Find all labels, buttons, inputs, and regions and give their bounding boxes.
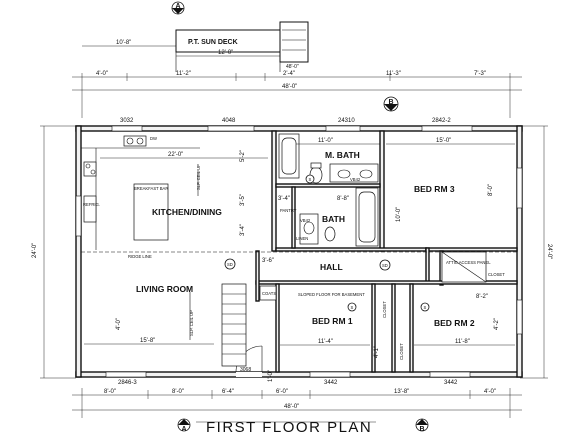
dim-window-2: 4048 [222,118,236,124]
dim-kitchen-width: 22'-0" [168,152,183,158]
dim-stair-h1: 1'-0" [268,370,274,382]
dim-window-4: 2842-2 [432,118,451,124]
room-living-room: LIVING ROOM [136,284,193,294]
dim-bed3-height2: 10'-0" [396,207,402,222]
m-bath-fixtures: VB42 [278,133,379,184]
attic-access-label: ATTIC ACCESS PANEL [446,260,491,265]
pantry-label: PANTRY [280,208,297,213]
dim-bottom-door: 3068 [240,367,251,373]
dim-bottom-window-3: 3442 [444,380,458,386]
sloped-floor-label: SLOPED FLOOR FOR BASEMENT [298,292,365,297]
dim-top-a: 4'-0" [96,71,108,77]
dim-mbath-width: 11'-0" [318,138,333,144]
room-bed-rm-2: BED RM 2 [434,318,475,328]
dim-window-1: 3032 [120,118,134,124]
dim-kitchen-h1: 5'-2" [240,150,246,162]
dim-side-right: 24'-0" [546,244,552,259]
dim-kitchen-h2: 3'-5" [240,194,246,206]
closet-label-bed1: CLOSET [382,301,387,318]
dim-bottom-c: 6'-4" [222,389,234,395]
marker-a-top: A [176,3,181,10]
sun-deck-label: P.T. SUN DECK [188,39,238,46]
coats-label: COATS [262,291,276,296]
dim-top-e: 7'-3" [474,71,486,77]
dim-bottom-b: 8'-0" [172,389,184,395]
ridge-line-label: RIDGE LINE [128,254,152,259]
room-m-bath: M. BATH [325,150,360,160]
dim-deck-small: 48'-0" [286,64,299,70]
vb-label-mbath: VB42 [350,177,361,182]
dim-top-b: 11'-2" [176,71,191,77]
dim-bottom-e: 13'-8" [394,389,409,395]
dim-bed2-width: 11'-8" [455,339,470,345]
section-markers: A B A B SD SD S S S [171,1,430,432]
marker-sd-2: SD [382,263,388,268]
exterior-walls [75,125,523,378]
slp-ceil-up-living: SLP. CEIL UP [189,310,194,336]
dim-bed2-height: 8'-2" [476,294,488,300]
marker-s-1: S [309,177,312,182]
dim-bottom-window-2: 3442 [324,380,338,386]
linen-label: LINEN [296,236,308,241]
plan-title: FIRST FLOOR PLAN [206,419,372,432]
vb-label-bath: VB42 [300,218,311,223]
room-bath: BATH [322,214,345,224]
dim-bed2-height2: 4'-2" [494,318,500,330]
dim-bottom-a: 8'-0" [104,389,116,395]
dim-living-width: 15'-8" [140,338,155,344]
dim-bed1-width: 11'-4" [318,339,333,345]
dim-top-d: 11'-3" [386,71,401,77]
room-bed-rm-1: BED RM 1 [312,316,353,326]
closet-label-bed2: CLOSET [399,343,404,360]
dim-side-left: 24'-0" [32,243,38,258]
dim-bottom-f: 4'-0" [484,389,496,395]
dim-hall-width: 3'-6" [262,258,274,264]
side-dimensions: 24'-0" 24'-0" [32,125,552,379]
marker-b-bottom: B [420,426,425,432]
top-dimensions: 10'-8" 12'-0" 48'-0" 4'-0" 11'-2" 2'-4" … [72,40,522,124]
interior-walls [255,130,518,373]
dim-bed3-height: 8'-0" [488,184,494,196]
dim-top-total: 48'-0" [282,84,297,90]
marker-s-2: S [351,305,354,310]
dim-bottom-d: 6'-0" [276,389,288,395]
dim-bottom-total: 48'-0" [284,404,299,410]
room-hall: HALL [320,262,343,272]
refrig-label: REFRIG. [83,202,100,207]
kitchen-fixtures: DW REFRIG. BREAKFAST BAR SLP. CEIL UP [81,135,201,250]
dim-bottom-window-1: 2846-3 [118,380,137,386]
sun-deck: P.T. SUN DECK [175,21,309,72]
dim-bath-height: 8'-8" [337,196,349,202]
marker-sd-1: SD [227,262,233,267]
dim-stair-h2: 4'-1" [374,346,380,358]
dishwasher-label: DW [150,136,157,141]
dim-living-height: 4'-0" [116,318,122,330]
closets: ATTIC ACCESS PANEL CLOSET CLOSET CLOSET [382,251,505,360]
dim-kitchen-h3: 3'-4" [240,224,246,236]
room-labels: M. BATH BED RM 3 BATH KITCHEN/DINING HAL… [136,150,475,328]
marker-b-top: B [389,99,394,106]
room-kitchen-dining: KITCHEN/DINING [152,207,222,217]
dim-top-c: 2'-4" [283,71,295,77]
interior-dimensions: 11'-0" 15'-0" 22'-0" 8'-8" 3'-4" 5'-2" 3… [84,138,515,382]
dim-pantry-width: 3'-4" [278,196,290,202]
dim-deck-inner: 12'-0" [218,50,233,56]
bottom-dimensions: 2846-3 3068 3442 3442 8'-0" 8'-0" 6'-4" … [72,367,522,418]
stairs: COATS SLOPED FLOOR FOR BASEMENT [221,283,365,367]
marker-a-bottom: A [182,426,187,432]
marker-s-3: S [424,305,427,310]
dim-window-3: 24310 [338,118,355,124]
dim-bed3-width: 15'-0" [436,138,451,144]
dim-deck-left: 10'-8" [116,40,131,46]
slp-ceil-up-kitchen: SLP. CEIL UP [196,164,201,190]
closet-label-bed3: CLOSET [488,272,505,277]
bath-fixtures: VB42 LINEN PANTRY [280,187,379,247]
room-bed-rm-3: BED RM 3 [414,184,455,194]
breakfast-bar-label: BREAKFAST BAR [134,186,168,191]
